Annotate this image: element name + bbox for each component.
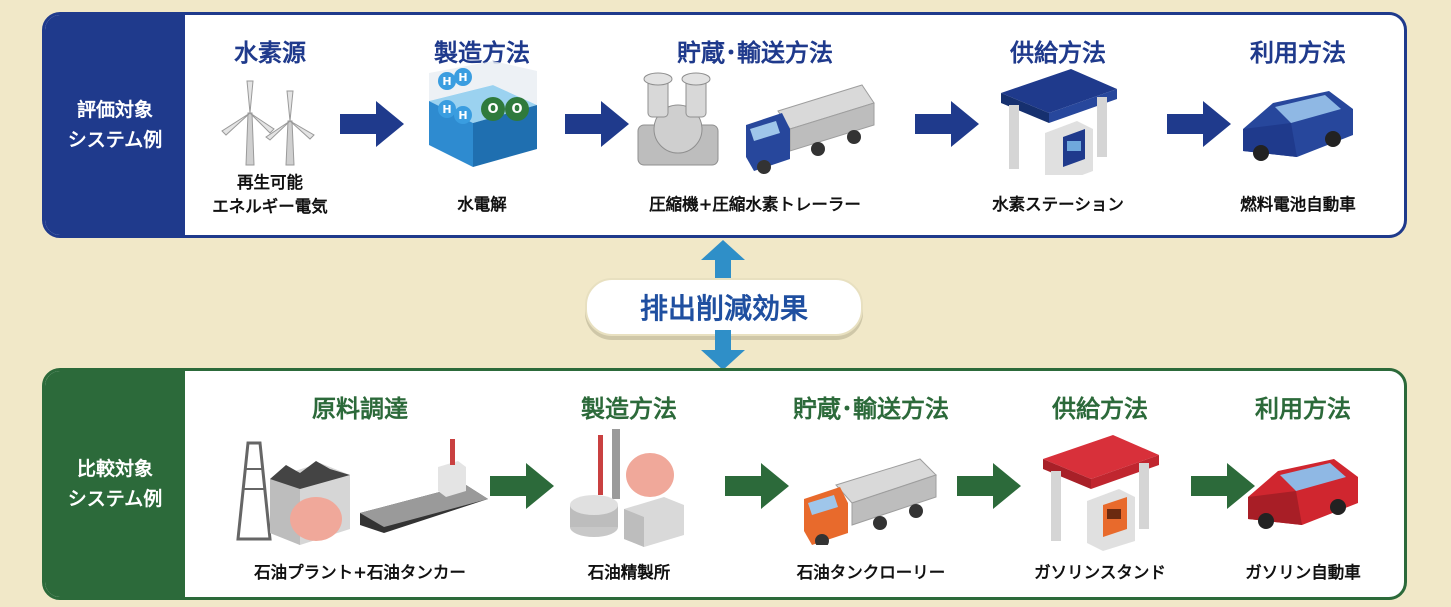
stage-label: 石油タンクローリー	[796, 563, 946, 582]
compressor-icon	[637, 72, 875, 174]
evaluation-system-panel: 評価対象 システム例 水素源 再生可能 エネルギー電気 製造方法	[42, 12, 1407, 238]
stage-supply-method: 供給方法 水素ステーション	[943, 33, 1173, 233]
up-arrow	[701, 240, 745, 280]
flow-arrow	[957, 463, 1021, 509]
stage-heading: 貯蔵･輸送方法	[793, 395, 949, 423]
gasoline-car-icon	[1248, 459, 1358, 529]
stage-production-method: 製造方法 石油精製所	[514, 389, 744, 597]
flow-arrow	[340, 101, 404, 147]
hydrogen-atom-label: H	[442, 103, 451, 116]
down-arrow	[701, 330, 745, 370]
stage-label: 水素ステーション	[992, 195, 1124, 214]
oil-refinery-icon	[570, 429, 684, 547]
stage-heading: 貯蔵･輸送方法	[677, 39, 833, 67]
electrolysis-tank-icon: H H H H O O	[429, 61, 537, 167]
hydrogen-trailer-icon	[746, 84, 875, 174]
tank-lorry-icon	[804, 458, 937, 545]
stage-raw-material: 原料調達 石油プラント+石油タンカー	[200, 389, 520, 597]
oxygen-atom-label: O	[511, 102, 522, 117]
stage-label: ガソリンスタンド	[1034, 563, 1166, 582]
comparison-side-label: 比較対象 システム例	[45, 371, 185, 597]
stage-heading: 原料調達	[312, 395, 408, 423]
emission-reduction-badge: 排出削減効果	[585, 278, 863, 336]
stage-label: 石油プラント+石油タンカー	[254, 563, 466, 582]
hydrogen-atom-label: H	[458, 109, 467, 122]
oil-tanker-icon	[360, 439, 488, 533]
oil-plant-icon	[236, 439, 488, 545]
stage-usage-method: 利用方法 ガソリン自動車	[1188, 389, 1404, 597]
flow-arrow	[915, 101, 979, 147]
stage-label: 再生可能 エネルギー電気	[212, 173, 328, 216]
stage-label: 石油精製所	[587, 563, 671, 582]
oxygen-atom-label: O	[487, 102, 498, 117]
stage-supply-method: 供給方法 ガソリンスタンド	[985, 389, 1215, 597]
stage-heading: 供給方法	[1052, 395, 1148, 423]
stage-heading: 製造方法	[434, 39, 530, 67]
hydrogen-atom-label: H	[458, 71, 467, 84]
stage-storage-transport: 貯蔵･輸送方法 石油タンクローリー	[756, 389, 986, 597]
stage-storage-transport: 貯蔵･輸送方法 圧縮機+圧縮水素トレーラー	[595, 33, 915, 233]
stage-hydrogen-source: 水素源 再生可能 エネルギー電気	[155, 33, 385, 233]
flow-arrow	[565, 101, 629, 147]
stage-label: 燃料電池自動車	[1240, 195, 1356, 214]
stage-heading: 製造方法	[581, 395, 677, 423]
gas-station-icon	[1043, 435, 1159, 551]
stage-heading: 供給方法	[1010, 39, 1106, 67]
stage-production-method: 製造方法 H H H H O O 水電解	[367, 33, 597, 233]
hydrogen-atom-label: H	[442, 75, 451, 88]
flow-arrow	[1191, 463, 1255, 509]
flow-arrow	[490, 463, 554, 509]
fuel-cell-car-icon	[1243, 91, 1353, 161]
wind-turbine-icon	[221, 80, 315, 166]
stage-heading: 水素源	[234, 39, 306, 67]
comparison-system-panel: 比較対象 システム例 原料調達 石油プラント+石油タンカー	[42, 368, 1407, 600]
stage-heading: 利用方法	[1250, 39, 1346, 67]
flow-arrow	[1167, 101, 1231, 147]
stage-label: 圧縮機+圧縮水素トレーラー	[649, 195, 861, 214]
stage-label: ガソリン自動車	[1245, 563, 1361, 582]
evaluation-side-label: 評価対象 システム例	[45, 15, 185, 235]
stage-heading: 利用方法	[1255, 395, 1351, 423]
hydrogen-station-icon	[1001, 69, 1117, 175]
stage-label: 水電解	[457, 195, 507, 214]
stage-usage-method: 利用方法 燃料電池自動車	[1183, 33, 1404, 233]
flow-arrow	[725, 463, 789, 509]
